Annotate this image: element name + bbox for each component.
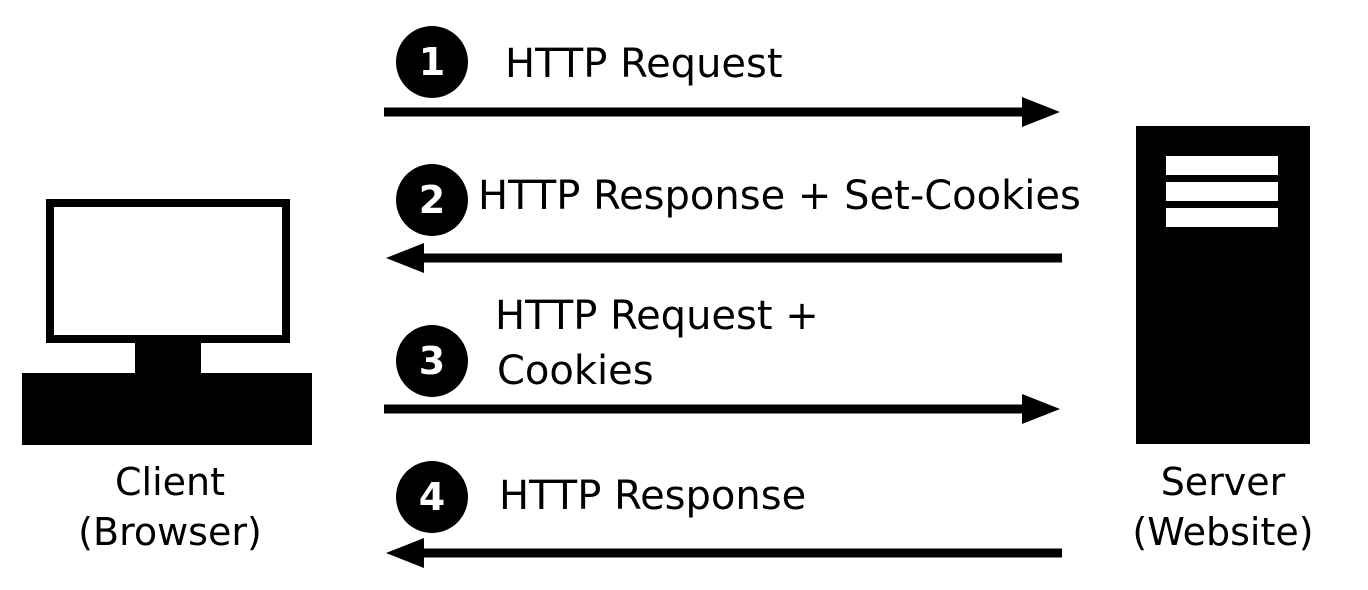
- client-caption: Client (Browser): [40, 457, 300, 557]
- step-number-badge: 2: [396, 164, 468, 236]
- computer-base: [22, 373, 312, 445]
- monitor-stand: [135, 343, 201, 375]
- arrow-left: [386, 243, 1062, 273]
- server-caption: Server (Website): [1112, 457, 1334, 557]
- step-number-badge: 4: [396, 461, 468, 533]
- desktop-computer-icon: [22, 199, 312, 445]
- server-drive-slot: [1166, 182, 1278, 201]
- step-label: HTTP Request: [505, 41, 783, 87]
- arrow-left: [386, 538, 1062, 568]
- arrow-right: [384, 97, 1060, 127]
- step-label: HTTP Response: [499, 473, 807, 519]
- server-caption-line2: (Website): [1132, 510, 1314, 554]
- step-number-badge: 3: [396, 325, 468, 397]
- client-caption-line1: Client: [114, 460, 225, 504]
- server-tower-icon: [1136, 126, 1310, 444]
- server-drive-slot: [1166, 208, 1278, 227]
- server-drive-slot: [1166, 156, 1278, 175]
- step-label: HTTP Response + Set-Cookies: [478, 173, 1081, 219]
- step-label: HTTP Request +: [495, 293, 819, 339]
- server-caption-line1: Server: [1160, 460, 1286, 504]
- client-caption-line2: (Browser): [78, 510, 262, 554]
- server-body: [1136, 126, 1310, 444]
- monitor-screen: [46, 199, 290, 343]
- step-number-badge: 1: [396, 26, 468, 98]
- arrow-right: [384, 394, 1060, 424]
- step-label-continued: Cookies: [497, 348, 654, 394]
